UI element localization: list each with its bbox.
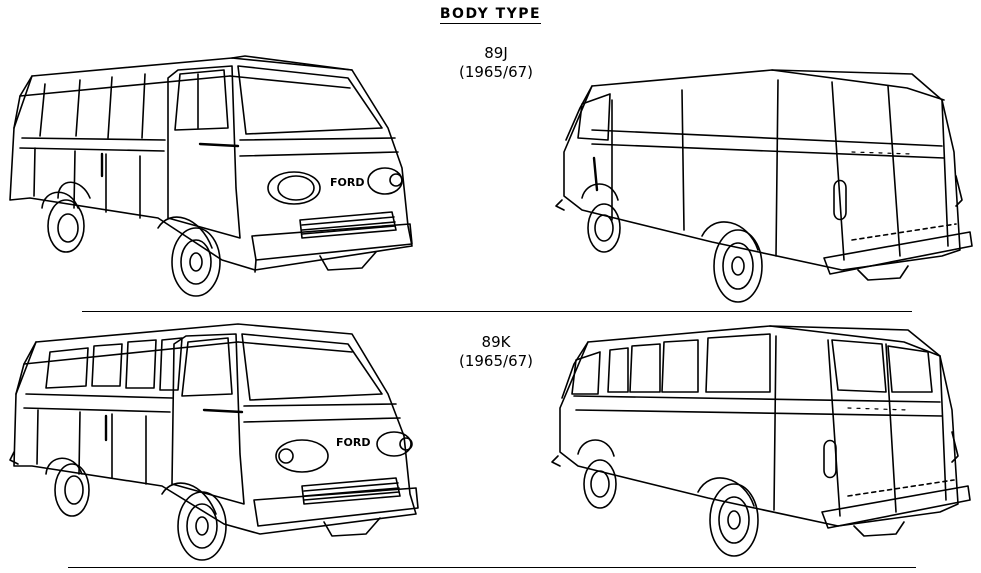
side-windows xyxy=(572,334,770,394)
page-title: BODY TYPE xyxy=(439,6,542,24)
side-panels-and-doors xyxy=(594,80,778,256)
type-years: (1965/67) xyxy=(458,63,534,81)
rear-bumper xyxy=(822,432,970,528)
cab-window xyxy=(578,94,610,140)
divider-rule xyxy=(82,311,912,312)
front-fascia: FORD xyxy=(244,404,412,472)
front-bumper xyxy=(254,488,418,526)
rear-doors xyxy=(832,82,948,260)
side-window-band xyxy=(20,74,165,151)
van-89k-front-view: FORD xyxy=(6,318,426,568)
type-label-89k: 89K (1965/67) xyxy=(426,333,566,371)
windshield xyxy=(242,334,382,400)
type-code: 89K xyxy=(481,333,511,351)
rear-bumper xyxy=(824,176,972,274)
type-years: (1965/67) xyxy=(458,352,534,370)
rear-windows xyxy=(832,340,932,392)
side-windows xyxy=(24,338,182,412)
front-fascia: FORD xyxy=(240,138,402,204)
divider-rule xyxy=(68,567,916,568)
wheels xyxy=(42,192,376,296)
front-bumper xyxy=(252,224,412,272)
rear-doors xyxy=(774,336,946,516)
van-body-outline xyxy=(10,56,412,270)
side-panels-and-doors xyxy=(37,410,146,484)
type-label-89j: 89J (1965/67) xyxy=(426,44,566,82)
wheels xyxy=(10,452,380,560)
front-grille xyxy=(300,212,396,238)
windshield xyxy=(238,66,382,134)
van-body-outline xyxy=(14,324,416,534)
ford-badge: FORD xyxy=(330,176,364,189)
ford-badge: FORD xyxy=(336,436,370,449)
cab-door xyxy=(172,334,244,504)
cab-door xyxy=(168,66,240,238)
type-code: 89J xyxy=(484,44,508,62)
van-89j-front-view: FORD xyxy=(0,48,430,308)
van-body-outline xyxy=(560,326,958,526)
van-89k-rear-view xyxy=(548,320,976,566)
van-89j-rear-view xyxy=(552,60,980,310)
wheels xyxy=(552,440,904,556)
wheels xyxy=(556,184,908,302)
van-body-outline xyxy=(564,70,960,270)
